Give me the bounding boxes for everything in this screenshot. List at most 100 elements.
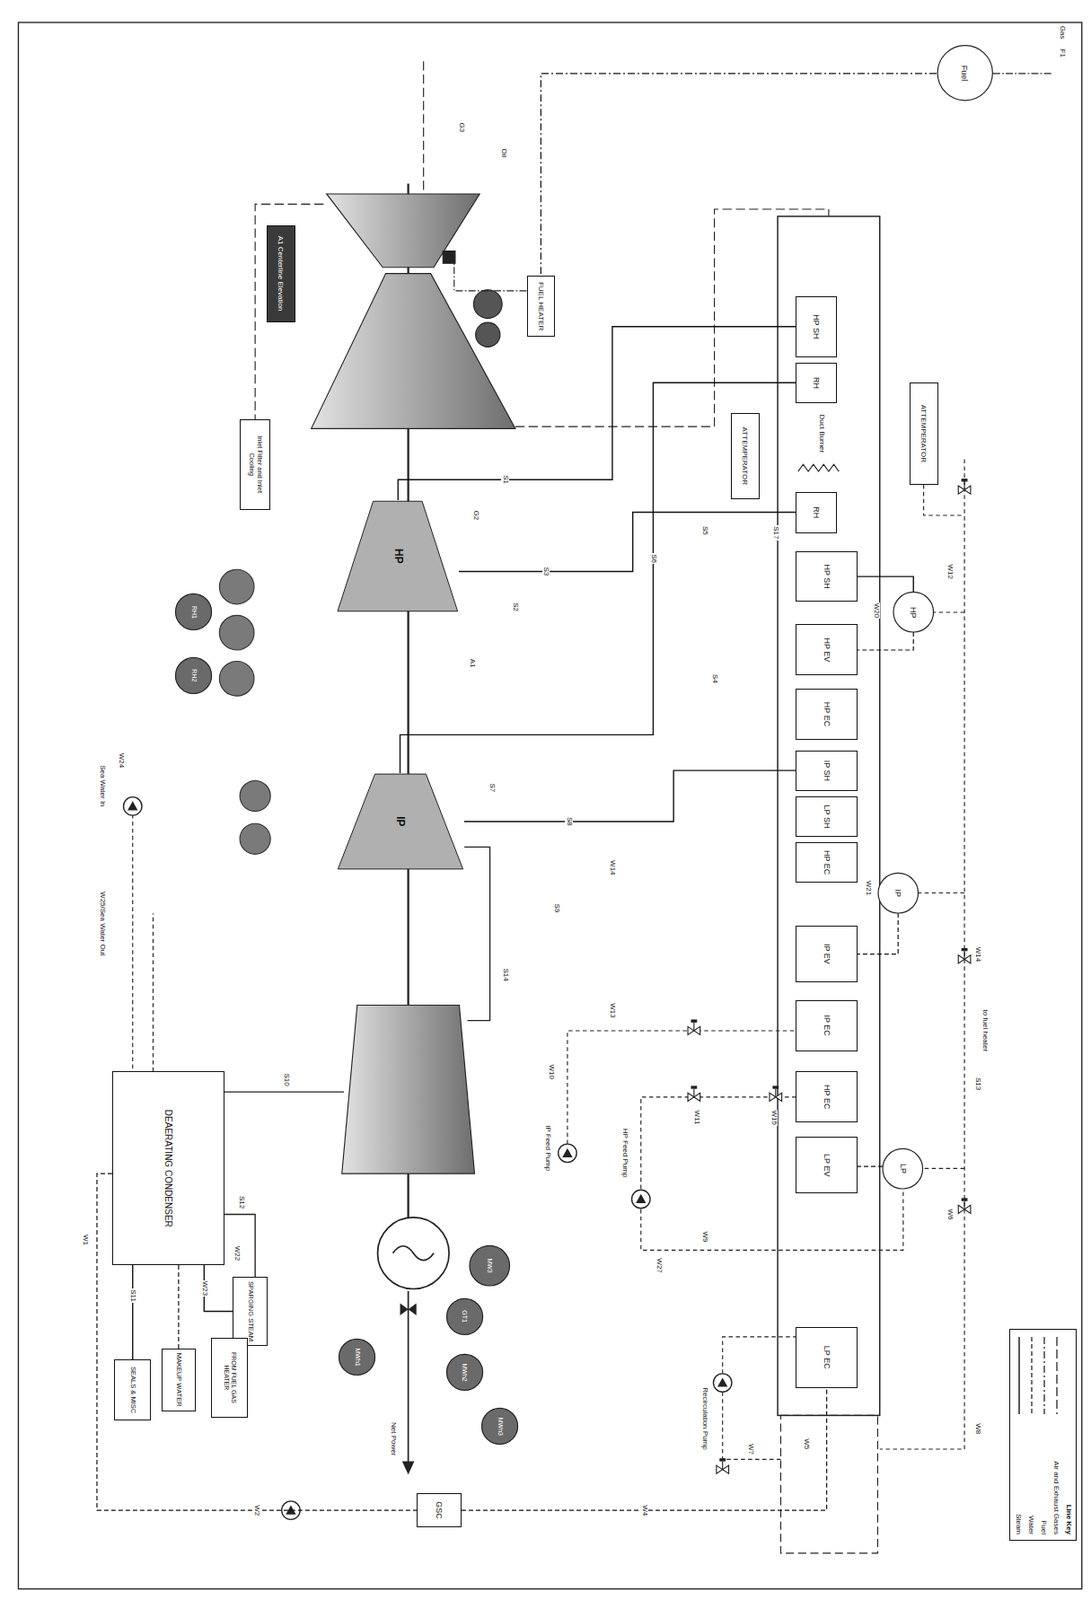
water-pipe — [641, 1188, 904, 1250]
stream-label: A1 — [467, 658, 476, 669]
pipe-connector — [131, 1265, 133, 1360]
stream-label: Sea Water In — [97, 764, 106, 808]
stream-label: W5 — [802, 1437, 811, 1451]
stream-label: S12 — [237, 1195, 246, 1210]
stream-label: Oil — [499, 147, 508, 159]
attemperator-box: ATTEMPERATOR — [909, 382, 939, 485]
legend-text: Fuel — [1040, 1520, 1049, 1535]
fuel-heater-box: FUEL HEATER — [527, 275, 556, 337]
water-pipe — [722, 1391, 782, 1460]
stream-label: W24 — [116, 752, 125, 769]
stream-label: G3 — [457, 122, 466, 134]
generator-symbol — [393, 1246, 434, 1261]
stream-label: Duct Burner — [818, 413, 827, 455]
water-pipe — [567, 1030, 797, 1144]
water-pipe — [722, 1337, 797, 1374]
stream-label: W15 — [769, 1109, 778, 1127]
water-pipe — [933, 611, 965, 613]
stream-label: Net Power — [388, 1421, 397, 1457]
legend-text: Air and Exhaust Gases — [1053, 1460, 1062, 1535]
stream-label: W23 — [200, 1280, 209, 1297]
stream-label: W14 — [974, 946, 983, 963]
condenser-box: DEAERATING CONDENSER — [112, 1071, 225, 1266]
superheater-bank: LP SH — [795, 796, 857, 837]
node-label: LP EC — [821, 1346, 831, 1370]
water-pipe — [641, 1097, 797, 1189]
pipe-connector — [400, 382, 797, 774]
generator-symbol — [378, 1217, 450, 1475]
stream-label: S2 — [511, 601, 520, 613]
legend-sample — [1053, 1335, 1061, 1417]
legend-text: Water — [1028, 1515, 1037, 1535]
pipe-connector — [177, 1265, 179, 1349]
economizer-bank: HP EC — [795, 1071, 857, 1123]
stream-label: S3 — [542, 565, 551, 577]
pipe-connector — [397, 326, 797, 501]
node-label: IP — [394, 816, 407, 827]
node-label: RH1 — [190, 606, 198, 619]
fuel-pipe — [454, 73, 1052, 291]
stream-label: W8 — [974, 1422, 983, 1435]
superheater-bank: HP SH — [795, 296, 836, 358]
node-label: ATTEMPERATOR — [919, 404, 928, 463]
meter-bubble: MW3 — [469, 1245, 511, 1286]
water-pipe — [918, 892, 965, 894]
source-box: MAKEUP WATER — [161, 1348, 197, 1412]
gland-steam-condenser: GSC — [416, 1493, 462, 1529]
bubble-outline — [339, 1339, 376, 1376]
gas-turbine — [475, 322, 501, 347]
node-label: ATTEMPERATOR — [740, 427, 749, 485]
economizer-bank: IP EC — [795, 1000, 857, 1052]
fuel-pipe — [993, 72, 1052, 74]
water-pipe — [152, 913, 154, 1072]
stream-label: S7 — [488, 782, 497, 793]
node-label: A1 Centerline Elevation — [276, 236, 285, 312]
bubble-outline — [446, 1354, 483, 1391]
legend-sample — [1015, 1335, 1023, 1417]
legend-sample — [1040, 1335, 1048, 1417]
instrument-bubble — [219, 569, 271, 854]
stream-label: S4 — [710, 673, 719, 685]
legend-text: Steam — [1015, 1513, 1024, 1535]
stream-label: S6 — [649, 553, 658, 564]
stream-label: S5 — [700, 525, 709, 537]
pipe-connector — [857, 913, 898, 955]
bubble-outline — [446, 1298, 483, 1335]
instrument-bubble: RH1 — [175, 593, 213, 631]
valve-set — [958, 1197, 971, 1214]
pipe-connector — [461, 1388, 828, 1511]
elevation-tag: A1 Centerline Elevation — [266, 225, 296, 323]
hrsg-casing — [777, 216, 880, 1554]
plant-schematic — [17, 22, 1082, 1590]
stream-label: W2 — [253, 1504, 262, 1517]
steam-pipe — [224, 1214, 256, 1282]
ip-turbine: IP — [335, 773, 464, 871]
turbine-outline — [337, 501, 458, 612]
evaporator-bank: HP EV — [795, 624, 857, 676]
page-frame — [17, 22, 1082, 1590]
drum-outline — [882, 1148, 924, 1189]
economizer-bank: HP EC — [795, 842, 857, 883]
water-pipe — [923, 1168, 965, 1170]
pipe-connector — [540, 73, 937, 276]
stream-label: W9 — [700, 1231, 709, 1244]
legend-row: Air and Exhaust Gases — [1050, 1335, 1064, 1535]
instrument-bubble — [239, 780, 271, 811]
node-label: IP — [893, 888, 903, 898]
reheater-bank: RH — [795, 362, 836, 404]
node-label: MAKEUP WATER — [175, 1353, 184, 1408]
instrument-bubble — [239, 823, 271, 854]
legend-line-sample — [1055, 1337, 1057, 1415]
node-label: MW3 — [485, 1258, 493, 1273]
stream-label: S1 — [501, 474, 510, 485]
pipe-connector — [464, 770, 797, 822]
source-box: SEALS & MISC — [114, 1359, 151, 1421]
generator-symbol — [402, 1461, 415, 1476]
hp-turbine: HP — [336, 500, 459, 613]
inlet-filter-box: Inlet Filter and Inlet Cooling — [239, 419, 271, 511]
stream-label: S14 — [501, 967, 510, 982]
node-label: MWh3 — [496, 1417, 504, 1436]
stream-label: W11 — [692, 1109, 701, 1127]
steam-drum: IP — [877, 872, 918, 914]
drum-outline — [893, 592, 934, 634]
